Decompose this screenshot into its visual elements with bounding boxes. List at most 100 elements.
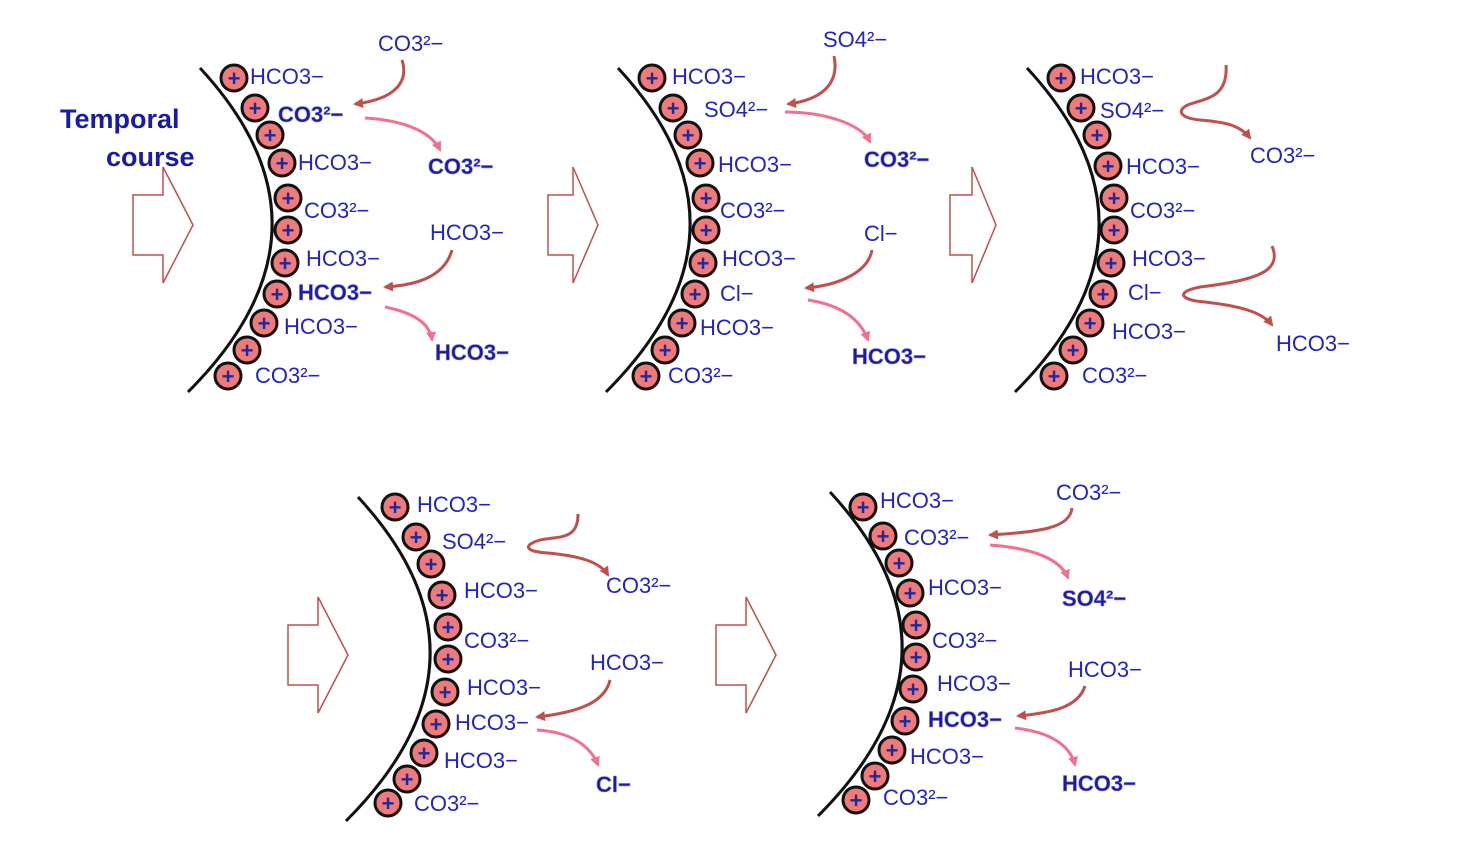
svg-text:+: + [436,583,449,608]
surface-site: + [416,549,446,579]
svg-text:+: + [1091,123,1104,148]
outgoing-ion-1: CO3²− [428,154,493,179]
surface-ion: HCO3− [467,675,541,700]
svg-text:+: + [689,282,702,307]
surface-site: + [631,361,661,391]
surface-ion: CO3²− [720,198,785,223]
svg-text:+: + [667,96,680,121]
surface-site: + [884,548,914,578]
surface-ion: CO3²− [932,628,997,653]
adsorption-arrow [804,249,874,293]
surface-ion: HCO3− [298,280,372,305]
incoming-ion-1: SO4²− [823,27,887,52]
svg-text:+: + [271,282,284,307]
desorption-arrow [1014,726,1078,767]
svg-text:+: + [893,551,906,576]
surface-site: + [267,148,297,178]
surface-site: + [890,706,920,736]
outgoing-ion-1: CO3²− [1250,143,1315,168]
surface-ion: HCO3− [700,315,774,340]
title-line-2: course [106,142,195,172]
surface-site: + [1039,361,1069,391]
svg-text:+: + [1108,218,1121,243]
outgoing-ion-2: HCO3− [1276,331,1350,356]
svg-text:+: + [228,66,241,91]
adsorption-arrow [535,679,612,722]
bead-row: + + + + + + + + + + + [631,63,721,391]
svg-text:+: + [700,186,713,211]
svg-text:+: + [279,251,292,276]
surface-ion: Cl− [720,281,754,306]
surface-site: + [240,93,270,123]
surface-site: + [1075,308,1105,338]
adsorption-arrow [786,55,837,108]
svg-text:+: + [1048,364,1061,389]
rejected-exchange-arrow [1179,64,1252,140]
outgoing-ion-1: CO3²− [864,147,929,172]
svg-text:+: + [282,186,295,211]
rejected-exchange-arrow [1182,245,1276,327]
incoming-ion-2: HCO3− [590,650,664,675]
transition-arrow-5 [715,596,777,714]
surface-site: + [1093,151,1123,181]
svg-text:+: + [425,552,438,577]
desorption-arrow [989,543,1070,580]
surface-site: + [373,788,403,818]
surface-site: + [1088,279,1118,309]
surface-ion: HCO3− [1080,64,1154,89]
svg-text:+: + [442,615,455,640]
surface-ion: CO3²− [304,198,369,223]
surface-site: + [841,785,871,815]
outgoing-ion-2: HCO3− [852,344,926,369]
svg-text:+: + [910,645,923,670]
surface-site: + [685,148,715,178]
adsorption-arrow [383,249,454,292]
surface-site: + [430,677,460,707]
desorption-arrow [384,305,437,342]
surface-ion: CO3²− [883,785,948,810]
svg-text:+: + [869,764,882,789]
svg-text:+: + [1102,154,1115,179]
desorption-arrow [784,110,872,144]
outgoing-ion-1: CO3²− [606,573,671,598]
surface-ion: SO4²− [704,97,768,122]
transition-arrow-3 [949,166,997,284]
svg-text:+: + [249,96,262,121]
surface-ion: CO3²− [1130,198,1195,223]
svg-text:+: + [401,767,414,792]
desorption-arrow [536,728,600,767]
surface-site: + [270,248,300,278]
surface-ion: HCO3− [250,64,324,89]
particle-surface [186,66,274,394]
incoming-ion-2: HCO3− [430,220,504,245]
surface-ion: HCO3− [464,578,538,603]
svg-text:+: + [1084,311,1097,336]
svg-text:+: + [907,677,920,702]
svg-text:+: + [241,338,254,363]
surface-ion: HCO3− [455,710,529,735]
temporal-course-label: Temporal course [60,100,210,176]
surface-site: + [901,642,931,672]
surface-site: + [680,279,710,309]
bead-row: + + + + + + + + + + + [1039,63,1129,391]
surface-site: + [433,612,463,642]
surface-site: + [1099,183,1129,213]
transition-arrow-2 [547,166,599,284]
outgoing-ion-1: SO4²− [1062,586,1126,611]
surface-site: + [848,492,878,522]
surface-site: + [1058,335,1088,365]
surface-ion: HCO3− [1112,319,1186,344]
surface-site: + [895,578,925,608]
title-line-1: Temporal [60,104,180,134]
surface-site: + [249,308,279,338]
svg-text:+: + [850,788,863,813]
surface-site: + [273,183,303,213]
surface-ion: HCO3− [880,488,954,513]
svg-text:+: + [1105,251,1118,276]
surface-site: + [255,120,285,150]
surface-site: + [380,492,410,522]
surface-site: + [650,335,680,365]
surface-site: + [273,215,303,245]
adsorption-arrow [1016,685,1087,721]
